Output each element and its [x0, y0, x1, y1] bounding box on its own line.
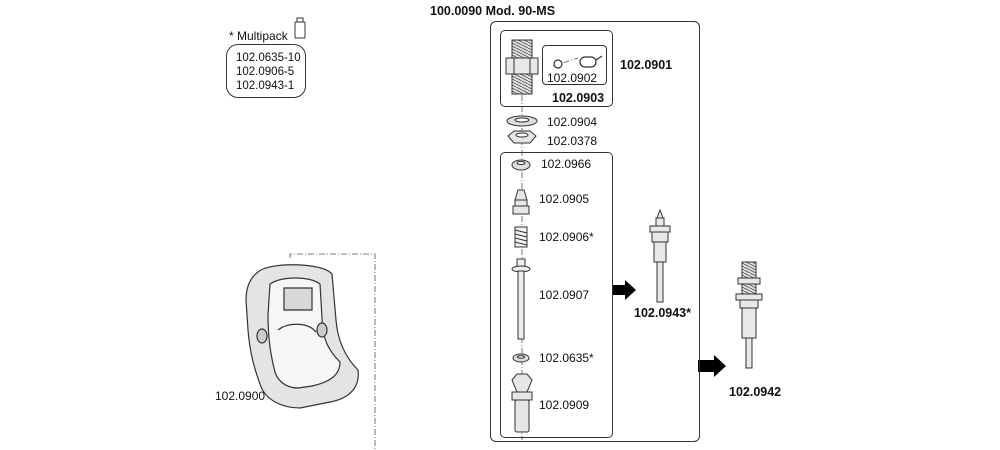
tip-0905 — [512, 189, 530, 215]
group-box-0902 — [542, 45, 607, 85]
multipack-item: 102.0635-10 — [236, 52, 301, 64]
part-label-0901: 102.0901 — [620, 58, 673, 72]
multipack-item: 102.0943-1 — [236, 80, 295, 92]
part-label-0904: 102.0904 — [547, 115, 598, 129]
part-label-0902: 102.0902 — [547, 71, 598, 85]
valve-body-0903 — [505, 39, 539, 95]
part-label-0905: 102.0905 — [539, 192, 590, 206]
multipack-icon — [294, 17, 306, 39]
assembly-0943 — [649, 208, 671, 303]
part-label-0942: 102.0942 — [729, 385, 782, 399]
group-box-internals — [500, 152, 613, 438]
ring-0966 — [511, 159, 531, 171]
nut-0378 — [507, 130, 537, 144]
pin-0907 — [511, 258, 531, 340]
part-label-0909: 102.0909 — [539, 398, 590, 412]
part-label-0943: 102.0943* — [634, 306, 692, 320]
spring-0906 — [514, 226, 528, 248]
part-label-0903: 102.0903 — [552, 91, 605, 105]
arrow-right-icon — [698, 355, 726, 377]
part-label-0378: 102.0378 — [547, 134, 598, 148]
part-label-0907: 102.0907 — [539, 288, 590, 302]
page-title: 100.0090 Mod. 90-MS — [430, 4, 556, 18]
multipack-item: 102.0906-5 — [236, 66, 295, 78]
housing-0909 — [511, 373, 533, 433]
part-label-0906: 102.0906* — [539, 230, 594, 244]
arrow-right-icon — [612, 280, 636, 300]
washer-0904 — [506, 115, 538, 127]
assembly-0942 — [735, 261, 763, 369]
oring-0635 — [512, 353, 530, 363]
group-box-0903 — [500, 30, 613, 107]
part-label-0635: 102.0635* — [539, 351, 594, 365]
multipack-box — [226, 44, 306, 98]
part-label-0966: 102.0966 — [541, 157, 592, 171]
assembly-frame-100.0090 — [490, 21, 700, 442]
drinking-bowl-0900 — [245, 264, 359, 409]
part-label-0900: 102.0900 — [215, 389, 266, 403]
part-0902 — [553, 55, 603, 69]
multipack-list: 102.0635-10 102.0906-5 102.0943-1 — [236, 51, 301, 93]
multipack-label: * Multipack — [229, 29, 288, 43]
